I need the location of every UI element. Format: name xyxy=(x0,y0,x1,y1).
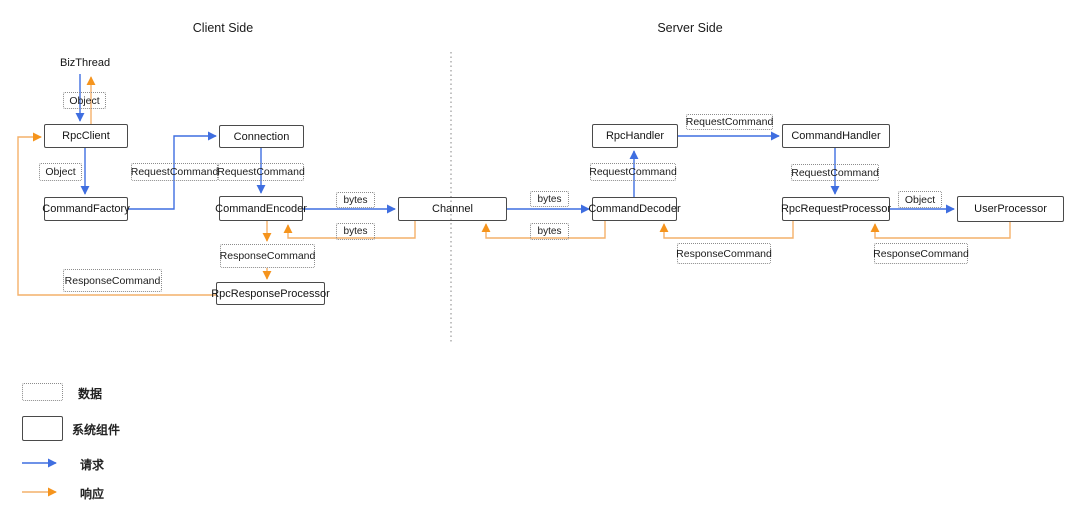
data-responsecommand-encoder: ResponseCommand xyxy=(220,244,315,268)
legend-data-swatch xyxy=(22,383,63,401)
arrow-rpcrequestprocessor-to-commanddecoder-response xyxy=(659,221,794,239)
arrow-commandfactory-to-connection xyxy=(128,131,217,210)
data-object-bizthread: Object xyxy=(63,92,106,109)
legend-request-label: 请求 xyxy=(80,458,105,472)
node-commanddecoder: CommandDecoder xyxy=(588,197,681,221)
node-channel: Channel xyxy=(398,197,507,221)
node-rpchandler: RpcHandler xyxy=(592,124,678,148)
data-responsecommand-processor: ResponseCommand xyxy=(873,243,969,264)
data-object-userprocessor: Object xyxy=(898,191,942,208)
data-responsecommand-client: ResponseCommand xyxy=(63,269,162,292)
data-bytes-encoder-response: bytes xyxy=(336,223,375,240)
data-bytes-encoder-request: bytes xyxy=(336,192,375,208)
legend-response-label: 响应 xyxy=(80,487,105,501)
data-object-rpcclient: Object xyxy=(39,163,82,181)
data-responsecommand-decoder: ResponseCommand xyxy=(676,243,772,264)
node-commandencoder: CommandEncoder xyxy=(215,196,307,221)
data-requestcommand-handler: RequestCommand xyxy=(685,114,774,130)
data-bytes-decoder-response: bytes xyxy=(530,223,569,240)
node-bizthread: BizThread xyxy=(60,57,111,69)
legend-component-label: 系统组件 xyxy=(72,423,121,437)
client-side-title: Client Side xyxy=(192,21,254,35)
data-requestcommand-connection: RequestCommand xyxy=(217,163,305,181)
data-bytes-decoder-request: bytes xyxy=(530,191,569,207)
node-commandfactory: CommandFactory xyxy=(42,197,130,221)
node-commandhandler: CommandHandler xyxy=(782,124,890,148)
node-rpcrequestprocessor: RpcRequestProcessor xyxy=(781,197,891,221)
arrow-rpcresponseprocessor-to-rpcclient xyxy=(17,132,216,296)
data-requestcommand-factory: RequestCommand xyxy=(131,163,218,181)
arrow-userprocessor-to-rpcrequestprocessor-response xyxy=(870,222,1011,239)
legend-data-label: 数据 xyxy=(78,387,103,401)
arrow-channel-to-commandencoder-response xyxy=(283,221,416,239)
server-side-title: Server Side xyxy=(657,21,723,35)
data-requestcommand-decoder: RequestCommand xyxy=(589,163,677,181)
node-rpcclient: RpcClient xyxy=(44,124,128,148)
node-rpcresponseprocessor: RpcResponseProcessor xyxy=(211,282,330,305)
node-connection: Connection xyxy=(219,125,304,148)
arrow-commanddecoder-to-channel-response xyxy=(481,221,606,239)
data-requestcommand-processor: RequestCommand xyxy=(791,164,879,181)
node-userprocessor: UserProcessor xyxy=(957,196,1064,222)
legend-component-swatch xyxy=(22,416,63,441)
